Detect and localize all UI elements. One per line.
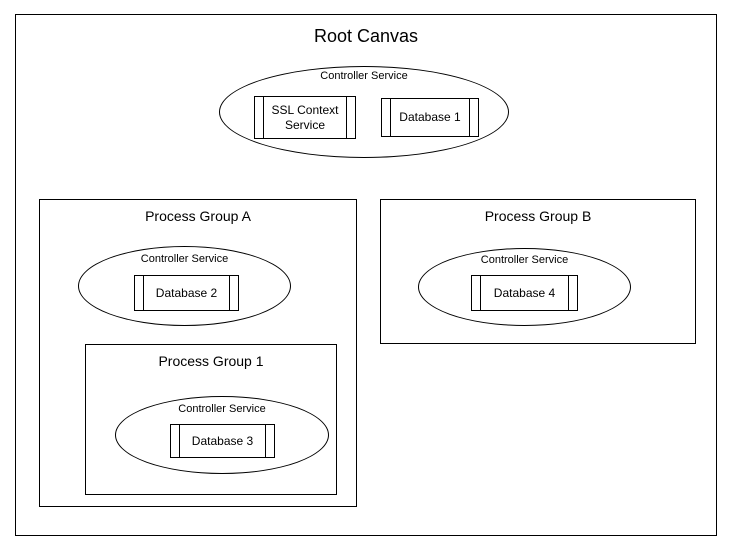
component-label: SSL Context Service <box>271 102 339 132</box>
database-right-bar-icon <box>265 425 266 457</box>
process-group-a-box[interactable] <box>39 199 357 507</box>
component-right-bar-icon <box>346 97 347 138</box>
database-left-bar-icon <box>390 99 391 136</box>
database-left-bar-icon <box>179 425 180 457</box>
controller-service-ellipse-group-1[interactable] <box>115 396 329 474</box>
component-database-3[interactable]: Database 3 <box>170 424 275 458</box>
component-label: Database 2 <box>155 285 218 300</box>
controller-service-label-group-a: Controller Service <box>140 253 229 265</box>
process-group-1-title: Process Group 1 <box>158 353 264 369</box>
component-database-2[interactable]: Database 2 <box>134 275 239 311</box>
controller-service-label-group-1: Controller Service <box>178 403 266 415</box>
root-canvas-title: Root Canvas <box>313 26 419 46</box>
database-right-bar-icon <box>229 276 230 310</box>
component-ssl-context-service[interactable]: SSL Context Service <box>254 96 356 139</box>
component-label: Database 3 <box>191 433 254 448</box>
database-left-bar-icon <box>480 276 481 310</box>
controller-service-ellipse-group-b[interactable] <box>418 248 631 326</box>
controller-service-ellipse-root[interactable] <box>219 66 509 158</box>
database-right-bar-icon <box>568 276 569 310</box>
process-group-b-box[interactable] <box>380 199 696 344</box>
controller-service-label-root: Controller Service <box>320 70 408 82</box>
process-group-b-title: Process Group B <box>484 208 592 224</box>
database-right-bar-icon <box>469 99 470 136</box>
component-left-bar-icon <box>263 97 264 138</box>
component-label: Database 1 <box>399 110 461 124</box>
database-left-bar-icon <box>143 276 144 310</box>
root-canvas-box[interactable] <box>15 14 717 536</box>
component-database-4[interactable]: Database 4 <box>471 275 578 311</box>
controller-service-label-group-b: Controller Service <box>480 254 569 266</box>
process-group-1-box[interactable] <box>85 344 337 495</box>
controller-service-ellipse-group-a[interactable] <box>78 246 291 326</box>
component-database-1[interactable]: Database 1 <box>381 98 479 137</box>
process-group-a-title: Process Group A <box>145 208 251 224</box>
component-label: Database 4 <box>493 285 556 300</box>
